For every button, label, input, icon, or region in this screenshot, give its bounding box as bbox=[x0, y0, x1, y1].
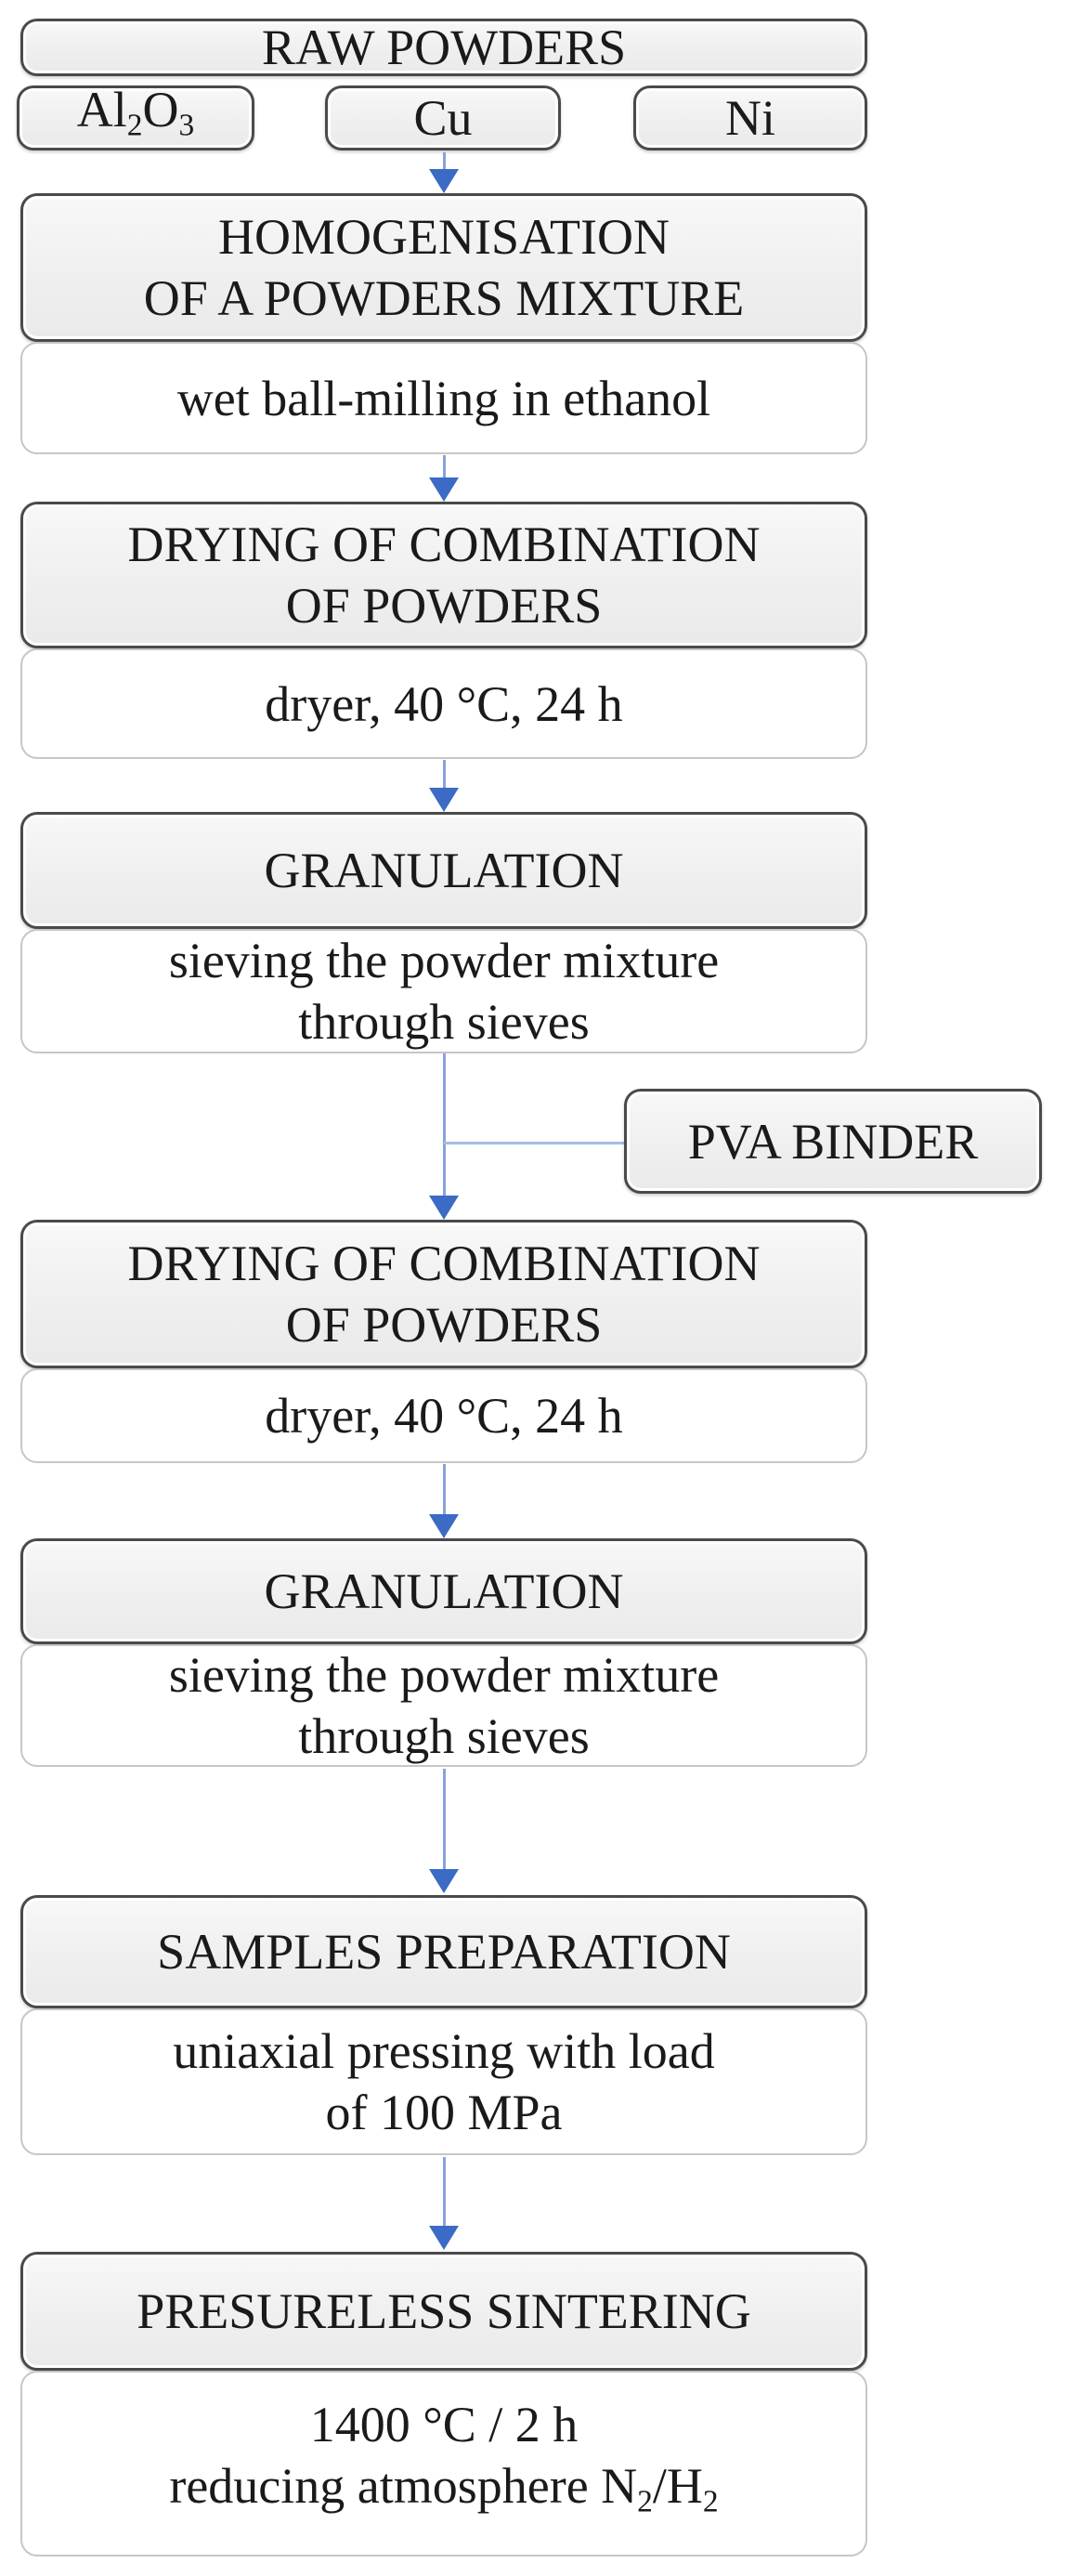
material-label-al2o3: Al2O3 bbox=[77, 79, 194, 156]
flow-arrow-2 bbox=[429, 455, 459, 502]
arrow-down-icon bbox=[429, 1196, 459, 1220]
arrow-down-icon bbox=[429, 1869, 459, 1893]
step-granulation-2: GRANULATION sieving the powder mixture t… bbox=[20, 1538, 867, 1767]
arrow-down-icon bbox=[429, 788, 459, 812]
step-samples-preparation: SAMPLES PREPARATION uniaxial pressing wi… bbox=[20, 1895, 867, 2155]
title-line: PRESURELESS SINTERING bbox=[137, 2283, 751, 2339]
arrow-shaft bbox=[442, 760, 446, 789]
al2o3-sub-2: 3 bbox=[178, 108, 195, 143]
step-granulation-1: GRANULATION sieving the powder mixture t… bbox=[20, 812, 867, 1053]
title-line: SAMPLES PREPARATION bbox=[157, 1924, 731, 1980]
atm-base-1: reducing atmosphere N bbox=[169, 2458, 638, 2515]
body-line: through sieves bbox=[298, 1708, 590, 1764]
body-line-atmosphere: reducing atmosphere N2/H2 bbox=[169, 2455, 718, 2532]
raw-powders-label: RAW POWDERS bbox=[261, 20, 627, 75]
step-drying-2: DRYING OF COMBINATION OF POWDERS dryer, … bbox=[20, 1220, 867, 1463]
body-line: dryer, 40 °C, 24 h bbox=[265, 675, 623, 732]
flow-arrow-7 bbox=[429, 2157, 459, 2250]
pva-binder-box: PVA BINDER bbox=[624, 1089, 1042, 1194]
atm-sub-2: 2 bbox=[702, 2484, 719, 2519]
step-granulation-1-header: GRANULATION bbox=[20, 812, 867, 929]
title-line: OF POWDERS bbox=[285, 578, 603, 634]
arrow-down-icon bbox=[429, 477, 459, 502]
flow-arrow-6 bbox=[429, 1769, 459, 1893]
step-drying-1-header: DRYING OF COMBINATION OF POWDERS bbox=[20, 502, 867, 648]
flow-arrow-1 bbox=[429, 152, 459, 193]
body-line: dryer, 40 °C, 24 h bbox=[265, 1388, 623, 1444]
atm-base-2: /H bbox=[652, 2458, 703, 2515]
flow-arrow-3 bbox=[429, 760, 459, 812]
step-drying-2-header: DRYING OF COMBINATION OF POWDERS bbox=[20, 1220, 867, 1368]
body-line: of 100 MPa bbox=[325, 2085, 563, 2140]
step-granulation-2-body: sieving the powder mixture through sieve… bbox=[20, 1644, 867, 1767]
step-pressureless-sintering-body: 1400 °C / 2 h reducing atmosphere N2/H2 bbox=[20, 2371, 867, 2556]
step-drying-1-body: dryer, 40 °C, 24 h bbox=[20, 648, 867, 759]
atm-sub-1: 2 bbox=[637, 2484, 653, 2519]
al2o3-sub-1: 2 bbox=[126, 108, 143, 143]
al2o3-base-2: O bbox=[142, 82, 179, 138]
arrow-down-icon bbox=[429, 1514, 459, 1538]
step-pressureless-sintering: PRESURELESS SINTERING 1400 °C / 2 h redu… bbox=[20, 2252, 867, 2556]
title-line: DRYING OF COMBINATION bbox=[127, 517, 761, 572]
body-line: sieving the powder mixture bbox=[168, 1647, 720, 1703]
body-line: sieving the powder mixture bbox=[168, 933, 720, 988]
body-line: through sieves bbox=[298, 994, 590, 1050]
title-line: GRANULATION bbox=[264, 1563, 624, 1619]
pva-branch-line bbox=[444, 1142, 626, 1144]
material-label-cu: Cu bbox=[413, 90, 473, 146]
step-pressureless-sintering-header: PRESURELESS SINTERING bbox=[20, 2252, 867, 2371]
pva-binder-label: PVA BINDER bbox=[687, 1113, 979, 1170]
step-drying-2-body: dryer, 40 °C, 24 h bbox=[20, 1368, 867, 1463]
flow-arrow-5 bbox=[429, 1464, 459, 1538]
material-box-cu: Cu bbox=[325, 85, 561, 150]
arrow-down-icon bbox=[429, 2226, 459, 2250]
title-line: OF A POWDERS MIXTURE bbox=[143, 270, 745, 326]
arrow-shaft bbox=[442, 1769, 446, 1870]
title-line: DRYING OF COMBINATION bbox=[127, 1236, 761, 1291]
step-granulation-1-body: sieving the powder mixture through sieve… bbox=[20, 929, 867, 1053]
step-homogenisation-body: wet ball-milling in ethanol bbox=[20, 342, 867, 454]
arrow-shaft bbox=[442, 455, 446, 478]
al2o3-base-1: Al bbox=[76, 82, 127, 138]
arrow-shaft bbox=[442, 2157, 446, 2227]
step-homogenisation: HOMOGENISATION OF A POWDERS MIXTURE wet … bbox=[20, 193, 867, 454]
step-samples-preparation-header: SAMPLES PREPARATION bbox=[20, 1895, 867, 2008]
material-box-al2o3: Al2O3 bbox=[17, 82, 254, 150]
material-label-ni: Ni bbox=[725, 90, 775, 146]
step-homogenisation-header: HOMOGENISATION OF A POWDERS MIXTURE bbox=[20, 193, 867, 342]
body-line: 1400 °C / 2 h bbox=[309, 2397, 579, 2453]
arrow-shaft bbox=[442, 1053, 446, 1196]
arrow-shaft bbox=[442, 152, 446, 170]
title-line: OF POWDERS bbox=[285, 1297, 603, 1353]
material-box-ni: Ni bbox=[633, 85, 867, 150]
step-granulation-2-header: GRANULATION bbox=[20, 1538, 867, 1644]
flow-arrow-4 bbox=[429, 1053, 459, 1220]
arrow-down-icon bbox=[429, 169, 459, 193]
title-line: GRANULATION bbox=[264, 843, 624, 898]
step-samples-preparation-body: uniaxial pressing with load of 100 MPa bbox=[20, 2008, 867, 2155]
raw-powders-box: RAW POWDERS bbox=[20, 19, 867, 76]
body-line: uniaxial pressing with load bbox=[173, 2023, 715, 2079]
step-drying-1: DRYING OF COMBINATION OF POWDERS dryer, … bbox=[20, 502, 867, 759]
title-line: HOMOGENISATION bbox=[218, 209, 670, 265]
body-line: wet ball-milling in ethanol bbox=[176, 370, 711, 426]
arrow-shaft bbox=[442, 1464, 446, 1515]
